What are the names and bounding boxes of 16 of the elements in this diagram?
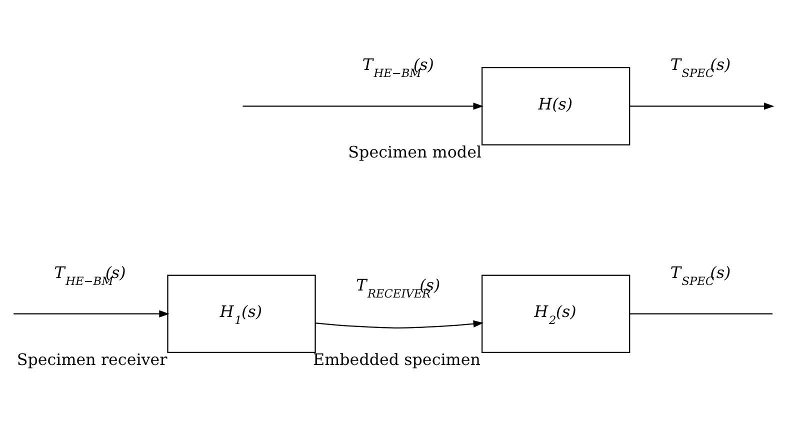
node-box: H(s) <box>482 66 630 145</box>
edge-label: T$_{SPEC}$(s) <box>670 262 731 288</box>
node-label: Embedded specimen <box>313 350 480 369</box>
node-label: Specimen receiver <box>16 350 168 369</box>
arrow <box>14 310 170 317</box>
arrow <box>630 102 774 110</box>
node-label: Specimen model <box>348 142 482 161</box>
connector <box>630 312 773 314</box>
edge-label: T$_{HE−BM}$(s) <box>54 262 126 288</box>
node-box: H$_{1}$(s) <box>167 274 316 352</box>
arrow <box>315 320 484 328</box>
edge-label: T$_{RECEIVER}$(s) <box>356 274 440 300</box>
edge-label: T$_{HE−BM}$(s) <box>362 54 434 80</box>
edge-label: T$_{SPEC}$(s) <box>670 54 731 80</box>
node-box: H$_{2}$(s) <box>482 274 630 352</box>
arrow <box>242 102 484 110</box>
